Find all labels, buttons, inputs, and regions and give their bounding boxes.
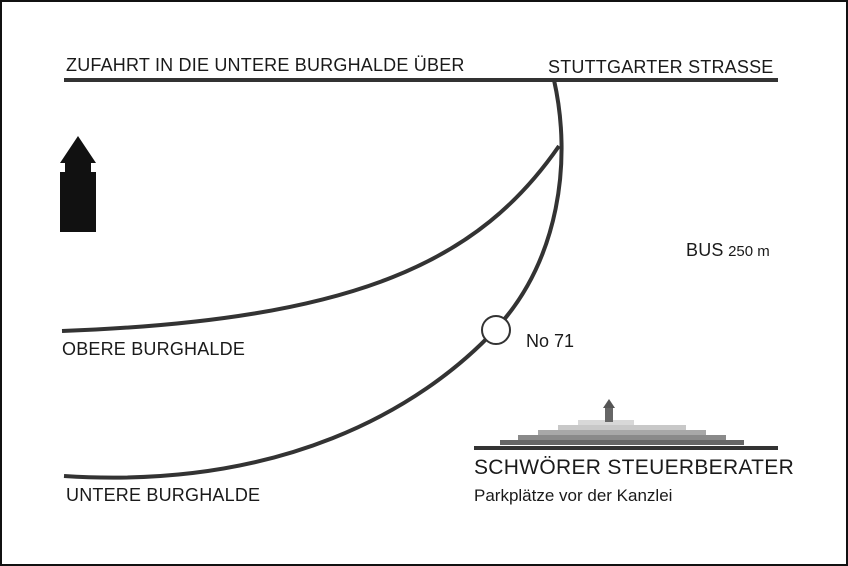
circle-marker-icon	[481, 315, 511, 345]
stepped-pyramid-tower-logo	[474, 399, 778, 450]
main-street-label: STUTTGARTER STRASSE	[548, 57, 774, 77]
obere-burghalde-road	[61, 144, 561, 333]
untere-burghalde-road	[63, 79, 564, 480]
lower-street-label: UNTERE BURGHALDE	[66, 485, 261, 505]
bus-distance: 250 m	[728, 243, 770, 260]
bus-info: BUS 250 m	[686, 241, 770, 260]
access-label: ZUFAHRT IN DIE UNTERE BURGHALDE ÜBER	[66, 55, 465, 75]
company-note: Parkplätze vor der Kanzlei	[474, 486, 673, 505]
bus-label: BUS	[686, 240, 724, 260]
north-arrow-icon	[60, 136, 96, 232]
location-label: No 71	[526, 331, 575, 351]
company-name: SCHWÖRER STEUERBERATER	[474, 456, 795, 479]
upper-street-label: OBERE BURGHALDE	[62, 339, 246, 359]
